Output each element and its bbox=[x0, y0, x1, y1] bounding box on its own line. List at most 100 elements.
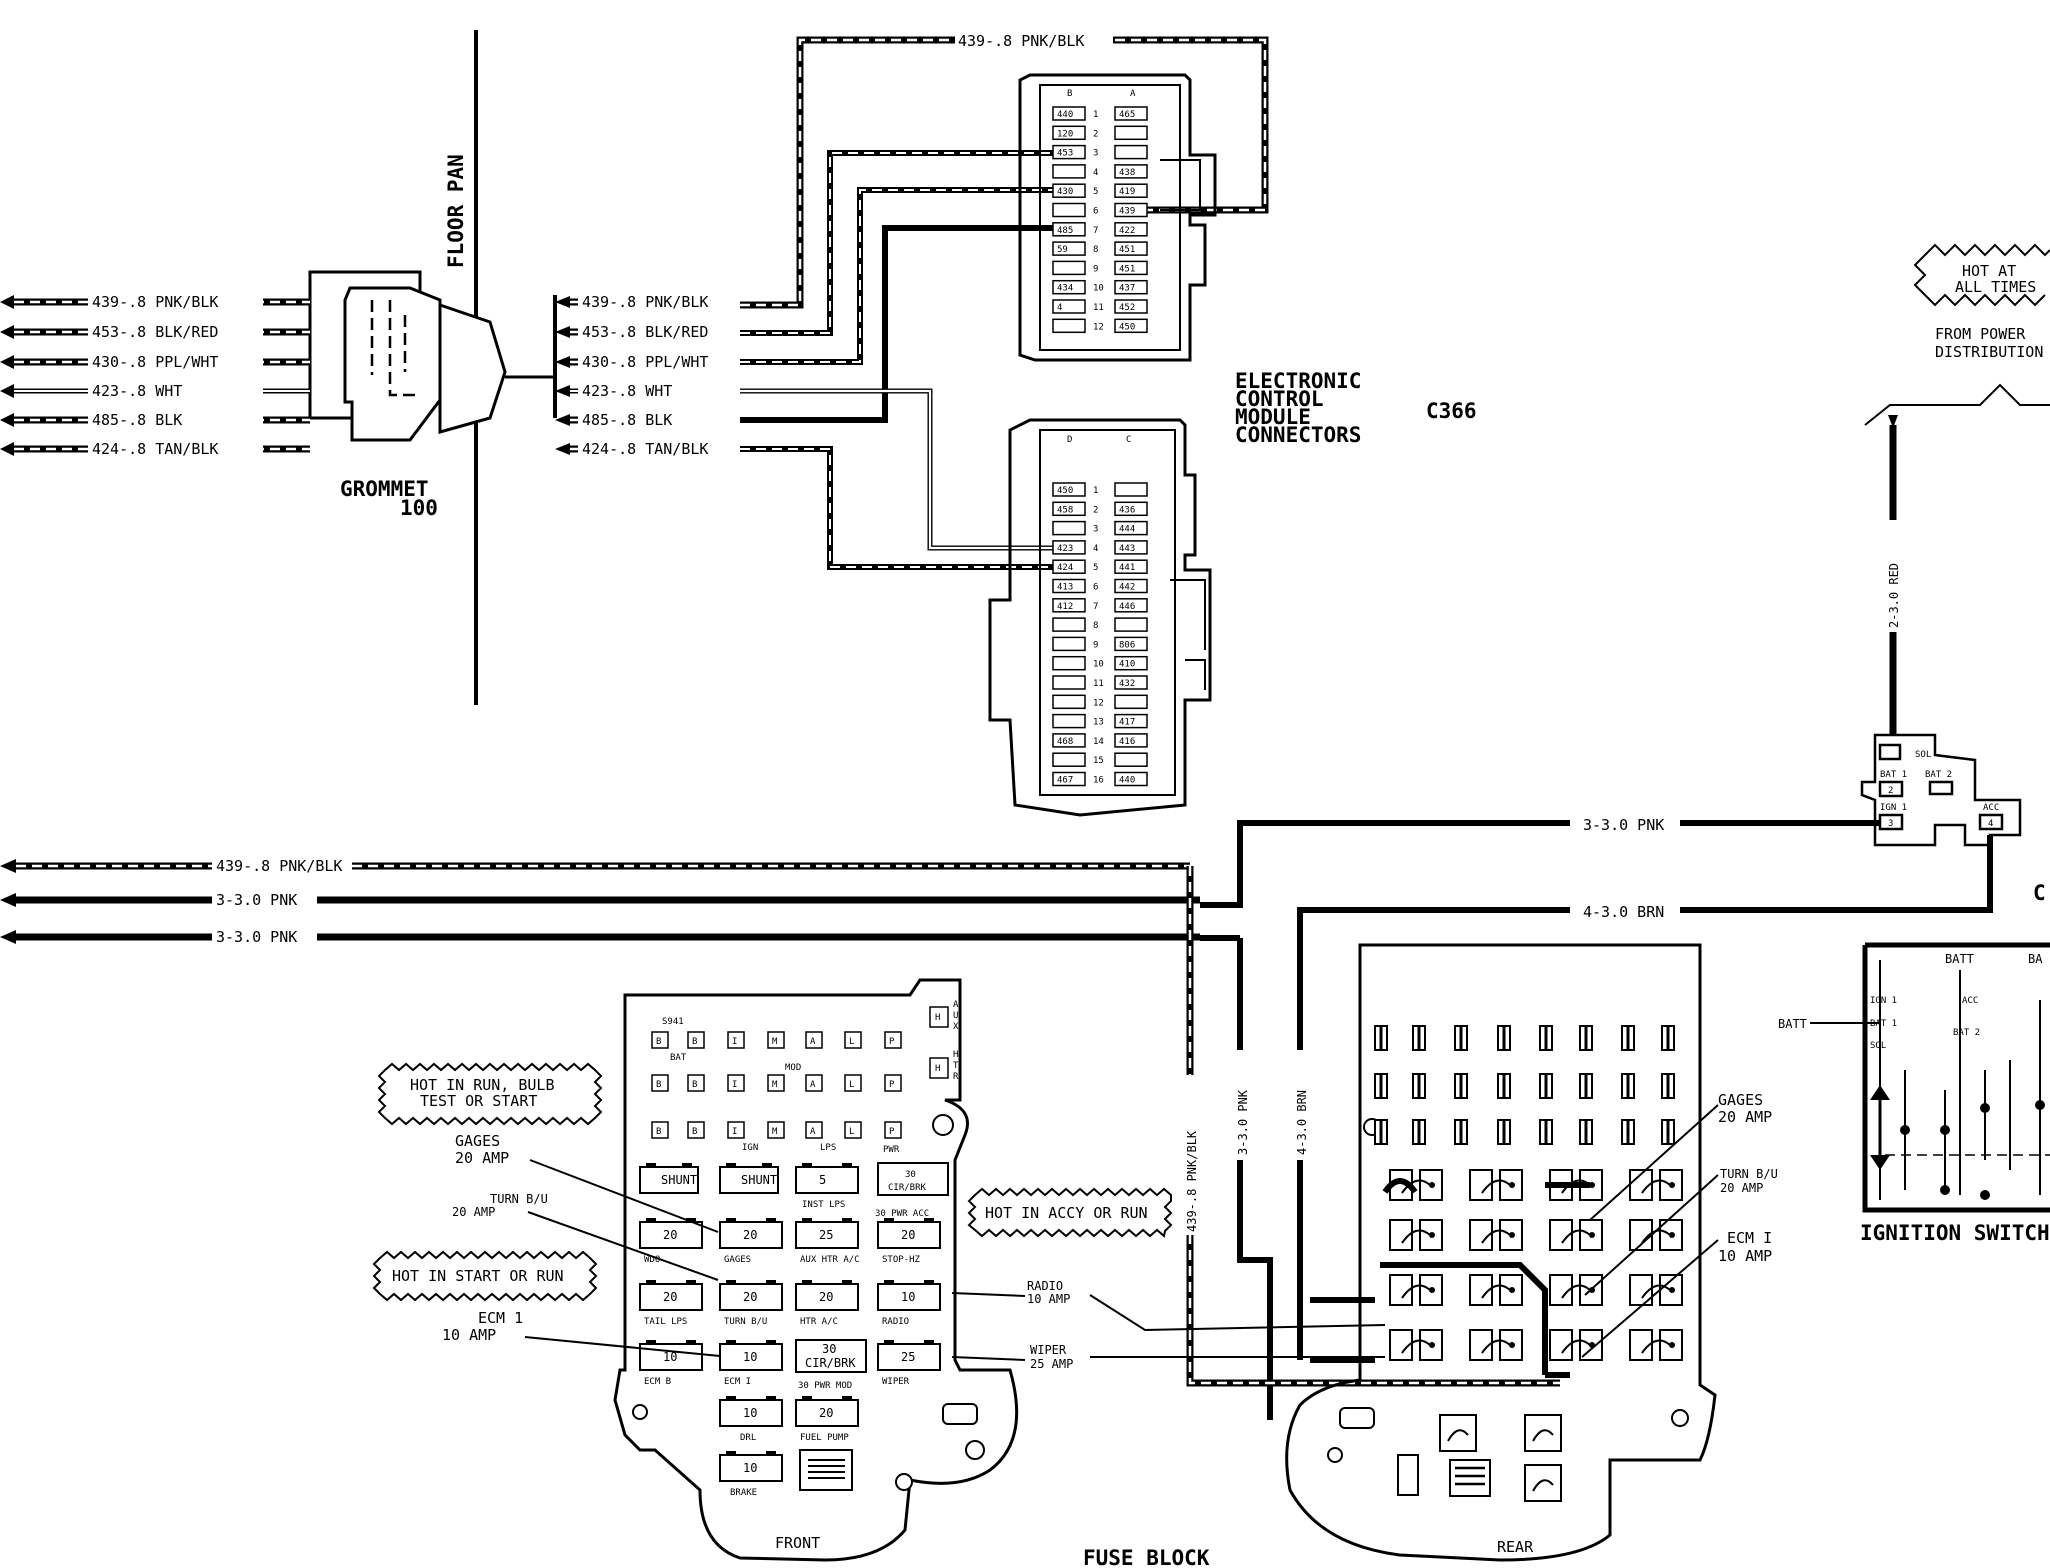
ecm-pin-label: 442 bbox=[1119, 583, 1135, 593]
starter-bat2: BAT 2 bbox=[1925, 770, 1952, 780]
ecm-pin-number: 12 bbox=[1093, 698, 1104, 708]
ecm-pin-number: 4 bbox=[1093, 168, 1098, 178]
fuse-rating: 10 bbox=[663, 1350, 677, 1364]
ecm-pin-number: 7 bbox=[1093, 602, 1098, 612]
relay-label: I bbox=[732, 1127, 737, 1137]
ecm-pin-number: 11 bbox=[1093, 679, 1104, 689]
ecm-top-col-a: A bbox=[1130, 89, 1136, 99]
from-power-line2: DISTRIBUTION bbox=[1935, 343, 2043, 361]
v-brn-label: 4-3.0 BRN bbox=[1295, 1090, 1309, 1155]
right-wire-label: 424-.8 TAN/BLK bbox=[582, 440, 708, 458]
ecm-pin-number: 10 bbox=[1093, 660, 1104, 670]
c-label: C bbox=[2033, 881, 2046, 905]
svg-text:HOT IN START OR RUN: HOT IN START OR RUN bbox=[392, 1267, 564, 1285]
pwr-label: PWR bbox=[883, 1145, 900, 1155]
svg-text:HOT IN ACCY OR RUN: HOT IN ACCY OR RUN bbox=[985, 1204, 1148, 1222]
fuse-rating: 25 bbox=[819, 1228, 833, 1242]
relay-label: L bbox=[849, 1037, 854, 1047]
ecm-pin-label: 410 bbox=[1119, 660, 1135, 670]
ecm-pin-label: 450 bbox=[1057, 486, 1073, 496]
svg-text:ALL TIMES: ALL TIMES bbox=[1955, 278, 2036, 296]
fuse-rating: 20 bbox=[743, 1228, 757, 1242]
fuse-rating: 30 bbox=[822, 1342, 836, 1356]
fuse-rating: 20 bbox=[819, 1290, 833, 1304]
svg-text:ELECTRONIC: ELECTRONIC bbox=[1235, 369, 1361, 393]
relay-label: B bbox=[656, 1080, 661, 1090]
red-wire-label: 2-3.0 RED bbox=[1887, 563, 1901, 628]
starter-connector bbox=[1860, 733, 2022, 847]
ecm-pin-label: 438 bbox=[1119, 168, 1135, 178]
ecm-pin-label: 422 bbox=[1119, 226, 1135, 236]
callout-start-run: HOT IN START OR RUN bbox=[372, 1250, 598, 1302]
ecm-pin-label: 417 bbox=[1119, 718, 1135, 728]
fuse-label: DRL bbox=[740, 1433, 756, 1443]
ecm-pin-label: 440 bbox=[1119, 776, 1135, 786]
ign-label-bat1: BAT 1 bbox=[1870, 1019, 1897, 1029]
svg-text:H: H bbox=[935, 1013, 940, 1023]
right-wire-label: 439-.8 PNK/BLK bbox=[582, 293, 708, 311]
svg-text:30: 30 bbox=[905, 1170, 916, 1180]
fuse-label: ECM I bbox=[724, 1377, 751, 1387]
fuse-label: BRAKE bbox=[730, 1488, 757, 1498]
ecm-pin-number: 11 bbox=[1093, 303, 1104, 313]
relay-label: B bbox=[656, 1037, 661, 1047]
ecm-pin-number: 8 bbox=[1093, 245, 1098, 255]
starter-pin3: 3 bbox=[1888, 819, 1893, 829]
fuse-label: ECM B bbox=[644, 1377, 671, 1387]
ignition-switch bbox=[1810, 942, 2050, 1213]
svg-text:CONTROL: CONTROL bbox=[1235, 387, 1324, 411]
htr-label: R bbox=[953, 1072, 959, 1082]
starter-sol: SOL bbox=[1915, 750, 1931, 760]
ecm-pin-label: 413 bbox=[1057, 583, 1073, 593]
hot-at-all-times-callout: HOT AT ALL TIMES bbox=[1913, 243, 2050, 307]
ign-label-acc: ACC bbox=[1962, 996, 1978, 1006]
starter-pin4: 4 bbox=[1988, 819, 1993, 829]
right-wire-label: 485-.8 BLK bbox=[582, 411, 672, 429]
mod-label: MOD bbox=[785, 1063, 801, 1073]
rear-turn-2: 20 AMP bbox=[1720, 1181, 1763, 1195]
ecm-pin-number: 9 bbox=[1093, 640, 1098, 650]
ecm-pin-number: 5 bbox=[1093, 187, 1098, 197]
mid-wire-label: 3-3.0 PNK bbox=[216, 891, 297, 909]
ecm-pin-number: 4 bbox=[1093, 544, 1098, 554]
ignition-switch-title: IGNITION SWITCH bbox=[1860, 1221, 2050, 1245]
ecm-pin-label: 458 bbox=[1057, 505, 1073, 515]
mid-wire-label: 3-3.0 PNK bbox=[216, 928, 297, 946]
gages-label-1: GAGES bbox=[455, 1132, 500, 1150]
relay-label: M bbox=[772, 1037, 778, 1047]
relay-label: P bbox=[889, 1037, 895, 1047]
ecm-bottom-connector bbox=[988, 418, 1212, 817]
svg-text:TEST OR START: TEST OR START bbox=[420, 1092, 537, 1110]
top-wire-label: 439-.8 PNK/BLK bbox=[958, 32, 1084, 50]
v-pnk-label: 3-3.0 PNK bbox=[1236, 1089, 1250, 1155]
lps-label: LPS bbox=[820, 1143, 836, 1153]
ecm-pin-label: 444 bbox=[1119, 525, 1135, 535]
ecm-pin-label: 437 bbox=[1119, 284, 1135, 294]
ecm-pin-label: 446 bbox=[1119, 602, 1135, 612]
ecm-pin-number: 10 bbox=[1093, 284, 1104, 294]
relay-label: P bbox=[889, 1127, 895, 1137]
ecm-top-wires bbox=[700, 150, 1055, 423]
footer-rear: REAR bbox=[1497, 1538, 1534, 1556]
footer-title: FUSE BLOCK bbox=[1083, 1546, 1210, 1568]
ecm-top-col-b: B bbox=[1067, 89, 1072, 99]
fuse-rating: 20 bbox=[743, 1290, 757, 1304]
relay-label: M bbox=[772, 1127, 778, 1137]
ecm-pin-label: 412 bbox=[1057, 602, 1073, 612]
ecm-bottom-col-d: D bbox=[1067, 435, 1072, 445]
fuse-label: AUX HTR A/C bbox=[800, 1255, 860, 1265]
ecm-pin-number: 2 bbox=[1093, 505, 1098, 515]
grommet bbox=[308, 270, 555, 442]
starter-bat1: BAT 1 bbox=[1880, 770, 1907, 780]
radio-label-2: 10 AMP bbox=[1027, 1292, 1070, 1306]
fuse-rating: 5 bbox=[819, 1173, 826, 1187]
ecm-pin-label: 453 bbox=[1057, 149, 1073, 159]
relay-label: L bbox=[849, 1080, 854, 1090]
ecm-pin-label: 450 bbox=[1119, 322, 1135, 332]
ign-bat-right: BA bbox=[2028, 952, 2043, 966]
ecm-pin-label: 432 bbox=[1119, 679, 1135, 689]
pnkblk-vertical bbox=[1186, 866, 1560, 1387]
right-wire-label: 453-.8 BLK/RED bbox=[582, 323, 708, 341]
ecm-pin-number: 6 bbox=[1093, 583, 1098, 593]
